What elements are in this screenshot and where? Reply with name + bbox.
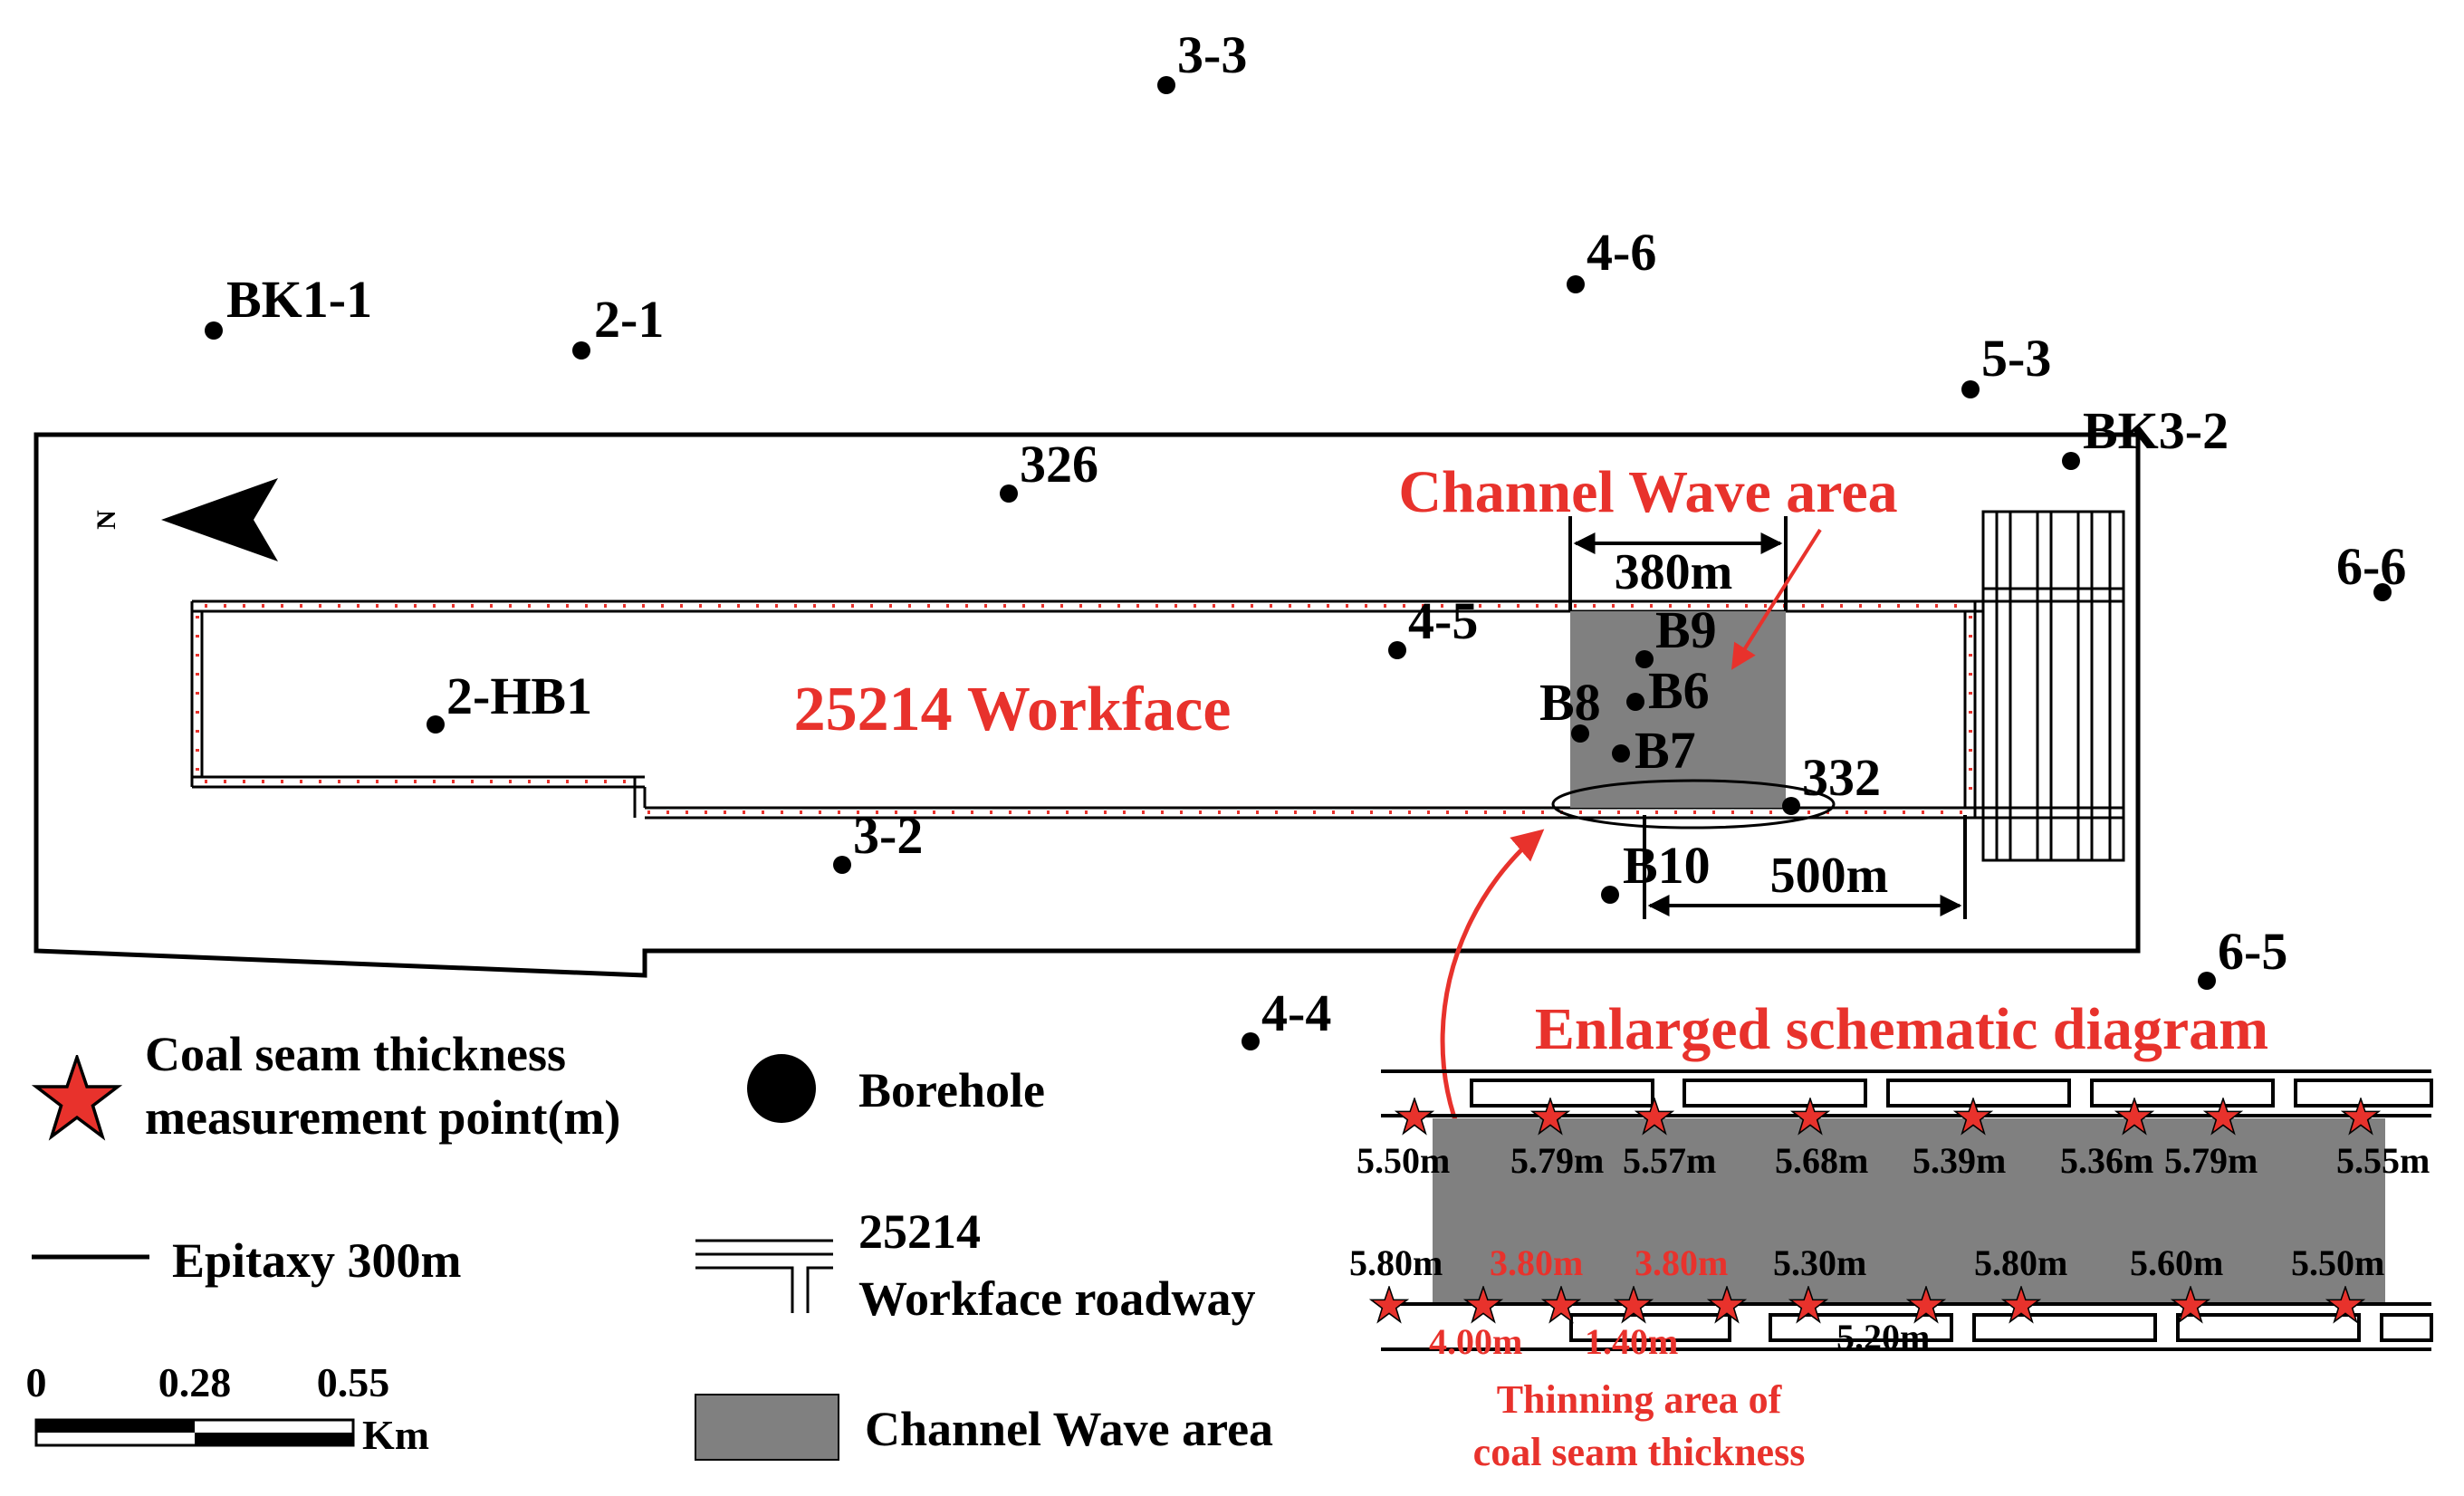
borehole-b10: B10 xyxy=(1623,836,1711,895)
lower-value: 5.20m xyxy=(1836,1317,1930,1357)
roadway-measure-marks xyxy=(196,604,1972,814)
middle-value: 5.30m xyxy=(1773,1242,1866,1283)
borehole-332: 332 xyxy=(1802,748,1881,807)
epitaxy-boundary xyxy=(34,432,2141,978)
thinning-caption-2: coal seam thickness xyxy=(1473,1430,1806,1474)
upper-value: 5.79m xyxy=(1510,1140,1604,1181)
upper-thickness-values: 5.50m 5.79m 5.57m 5.68m 5.39m 5.36m 5.79… xyxy=(1357,1140,2430,1181)
borehole-5-3: 5-3 xyxy=(1981,329,2051,388)
legend-roadway-line2: Workface roadway xyxy=(858,1271,1255,1326)
dim-500-label: 500m xyxy=(1770,848,1889,904)
dimension-380 xyxy=(1568,516,1788,611)
thinning-caption-1: Thinning area of xyxy=(1497,1377,1783,1422)
scale-unit: Km xyxy=(362,1412,429,1458)
middle-thickness-values: 5.80m 3.80m 3.80m 5.30m 5.80m 5.60m 5.50… xyxy=(1349,1242,2384,1283)
scale-bar: 0 0.28 0.55 Km xyxy=(26,1359,430,1458)
middle-value: 5.80m xyxy=(1349,1242,1443,1283)
upper-value: 5.79m xyxy=(2164,1140,2258,1181)
lower-thickness-values: 4.00m 1.40m 5.20m xyxy=(1429,1317,1930,1362)
borehole-b8: B8 xyxy=(1539,673,1601,732)
borehole-6-6: 6-6 xyxy=(2336,537,2406,596)
legend-roadway-icon xyxy=(695,1239,833,1313)
scale-tick-0: 0 xyxy=(26,1359,47,1405)
legend-star-line2: measurement point(m) xyxy=(145,1090,620,1145)
borehole-3-3: 3-3 xyxy=(1177,25,1247,84)
scale-tick-1: 0.28 xyxy=(158,1359,232,1405)
legend-roadway-line1: 25214 xyxy=(858,1204,981,1259)
legend: Coal seam thickness measurement point(m)… xyxy=(32,1027,1273,1461)
legend-epitaxy: Epitaxy 300m xyxy=(172,1233,462,1288)
middle-value: 5.80m xyxy=(1974,1242,2067,1283)
dim-380-label: 380m xyxy=(1615,544,1733,600)
middle-value: 5.50m xyxy=(2291,1242,2384,1283)
upper-value: 5.57m xyxy=(1623,1140,1716,1181)
workface-roadway xyxy=(190,510,2125,862)
upper-value: 5.39m xyxy=(1913,1140,2006,1181)
enlarged-schematic xyxy=(1370,1069,2433,1351)
legend-borehole-icon xyxy=(747,1054,816,1123)
borehole-2-1: 2-1 xyxy=(594,290,664,349)
borehole-labels: BK1-1 2-1 3-3 4-6 5-3 BK3-2 6-6 326 4-5 … xyxy=(226,25,2406,1042)
upper-value: 5.68m xyxy=(1775,1140,1868,1181)
north-arrow: N xyxy=(91,478,278,561)
scale-tick-2: 0.55 xyxy=(317,1359,390,1405)
borehole-6-5: 6-5 xyxy=(2218,922,2287,981)
borehole-markers xyxy=(205,76,2392,1050)
thinning-ellipse xyxy=(1551,779,1836,830)
lower-value-thinning: 4.00m xyxy=(1429,1321,1522,1362)
workface-label: 25214 Workface xyxy=(794,675,1232,744)
enlarged-title: Enlarged schematic diagram xyxy=(1535,996,2268,1062)
legend-channel: Channel Wave area xyxy=(865,1402,1273,1456)
legend-borehole: Borehole xyxy=(858,1063,1045,1117)
legend-channel-icon xyxy=(695,1394,839,1461)
upper-value: 5.36m xyxy=(2060,1140,2153,1181)
north-label: N xyxy=(91,510,121,530)
middle-value-thinning: 3.80m xyxy=(1635,1242,1728,1283)
borehole-4-5: 4-5 xyxy=(1408,591,1478,650)
dimension-500 xyxy=(1643,815,1967,919)
borehole-2-hb1: 2-HB1 xyxy=(446,666,592,725)
channel-wave-pointer xyxy=(1731,528,1822,670)
borehole-b6: B6 xyxy=(1648,661,1710,720)
upper-value: 5.50m xyxy=(1357,1140,1450,1181)
borehole-3-2: 3-2 xyxy=(853,806,923,865)
middle-value-thinning: 3.80m xyxy=(1490,1242,1583,1283)
legend-star-line1: Coal seam thickness xyxy=(145,1027,566,1081)
lower-value-thinning: 1.40m xyxy=(1585,1321,1678,1362)
upper-value: 5.55m xyxy=(2336,1140,2430,1181)
borehole-326: 326 xyxy=(1020,435,1098,494)
legend-star-icon xyxy=(34,1055,120,1138)
channel-wave-title: Channel Wave area xyxy=(1398,459,1897,525)
borehole-bk3-2: BK3-2 xyxy=(2083,401,2229,460)
borehole-bk1-1: BK1-1 xyxy=(226,270,372,329)
borehole-4-6: 4-6 xyxy=(1587,223,1656,282)
borehole-b7: B7 xyxy=(1635,721,1696,780)
borehole-4-4: 4-4 xyxy=(1261,983,1331,1042)
middle-value: 5.60m xyxy=(2130,1242,2223,1283)
borehole-b9: B9 xyxy=(1655,600,1717,659)
